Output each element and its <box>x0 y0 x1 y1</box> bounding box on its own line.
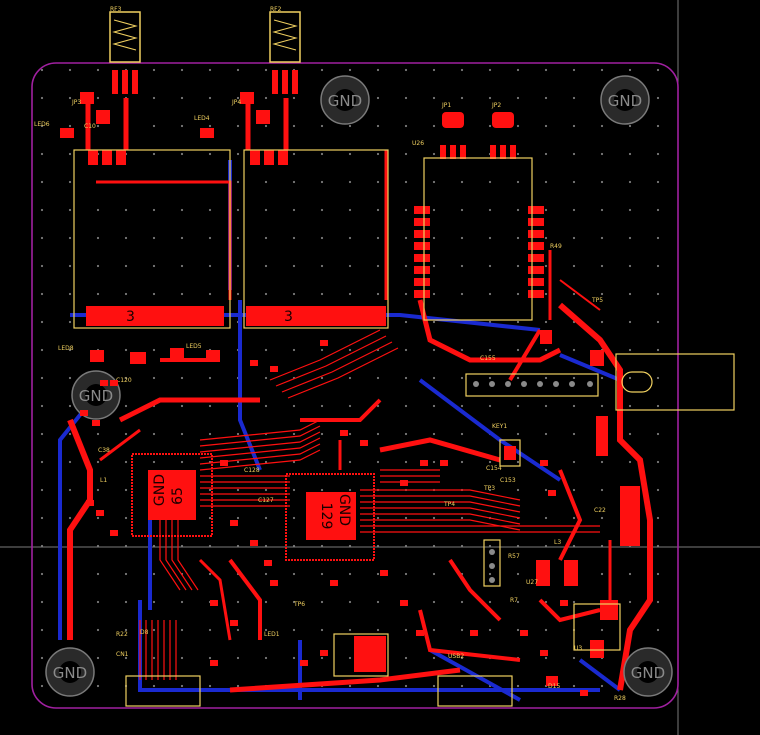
gnd-pad-net-label: GND <box>336 494 352 526</box>
label-cn1: CN1 <box>116 651 129 658</box>
label-u27: U27 <box>526 579 538 586</box>
label-u3: U3 <box>574 645 582 652</box>
label-c155: C155 <box>480 355 496 362</box>
label-l3: L3 <box>554 539 561 546</box>
label-u26: U26 <box>412 140 424 147</box>
mounting-hole-label: GND <box>631 664 665 682</box>
label-jp4: JP4 <box>231 99 241 106</box>
label-usb2: USB2 <box>448 653 464 660</box>
module-pin-label: 3 <box>126 309 135 325</box>
label-c128: C128 <box>244 467 260 474</box>
label-r7: R7 <box>510 597 518 604</box>
label-rf3: RF3 <box>110 6 122 13</box>
label-rf2: RF2 <box>270 6 282 13</box>
gnd-pad-net-label: GND <box>152 474 168 506</box>
mounting-hole-bottom-right: GND <box>623 647 673 697</box>
passive-components <box>80 340 588 696</box>
mounting-hole-label: GND <box>79 387 113 405</box>
designator-labels: RF3 RF2 JP1 JP2 JP3 JP4 U26 TP5 TP3 TP4 … <box>34 6 626 702</box>
label-c120: C120 <box>116 377 132 384</box>
label-jp1: JP1 <box>441 102 451 109</box>
mounting-hole-label: GND <box>608 92 642 110</box>
ic-center-qfp <box>285 473 375 561</box>
mounting-hole-top-right: GND <box>600 75 650 125</box>
label-jp2: JP2 <box>491 102 501 109</box>
label-c10: C10 <box>84 123 96 130</box>
mounting-hole-top-mid: GND <box>320 75 370 125</box>
label-d8: D8 <box>140 629 149 636</box>
pin-header <box>473 381 593 583</box>
mounting-holes: GND GND GND GND GND <box>45 75 673 697</box>
label-c38: C38 <box>98 447 110 454</box>
module-pin-label: 3 <box>284 309 293 325</box>
label-tp4: TP4 <box>443 501 455 508</box>
label-l1: L1 <box>100 477 107 484</box>
label-led6: LED6 <box>34 121 50 128</box>
label-led8: LED8 <box>58 345 74 352</box>
label-c153: C153 <box>500 477 516 484</box>
label-r57: R57 <box>508 553 520 560</box>
label-tp5: TP5 <box>591 297 603 304</box>
label-jp3: JP3 <box>71 99 81 106</box>
label-led1: LED1 <box>264 631 280 638</box>
label-r49: R49 <box>550 243 562 250</box>
label-key1: KEY1 <box>492 423 507 430</box>
label-r22: R22 <box>116 631 128 638</box>
mounting-hole-bottom-left: GND <box>45 647 95 697</box>
silkscreen-outlines <box>73 149 735 707</box>
label-r28: R28 <box>614 695 626 702</box>
top-layer-copper <box>60 11 640 686</box>
mounting-hole-label: GND <box>53 664 87 682</box>
gnd-pad-number-label: 129 <box>318 503 334 530</box>
label-c127: C127 <box>258 497 274 504</box>
label-tp3: TP3 <box>483 485 495 492</box>
top-layer-traces <box>67 98 653 693</box>
label-c22: C22 <box>594 507 606 514</box>
rf-coil <box>112 19 298 51</box>
mounting-hole-left-mid: GND <box>71 370 121 420</box>
label-d15: D15 <box>548 683 560 690</box>
via-grid <box>36 60 676 710</box>
label-led4: LED4 <box>194 115 210 122</box>
ic-left-qfp <box>131 453 213 537</box>
label-tp6: TP6 <box>293 601 305 608</box>
label-led5: LED5 <box>186 343 202 350</box>
mounting-hole-label: GND <box>328 92 362 110</box>
gnd-pad-number-label: 65 <box>170 487 186 505</box>
label-c154: C154 <box>486 465 502 472</box>
